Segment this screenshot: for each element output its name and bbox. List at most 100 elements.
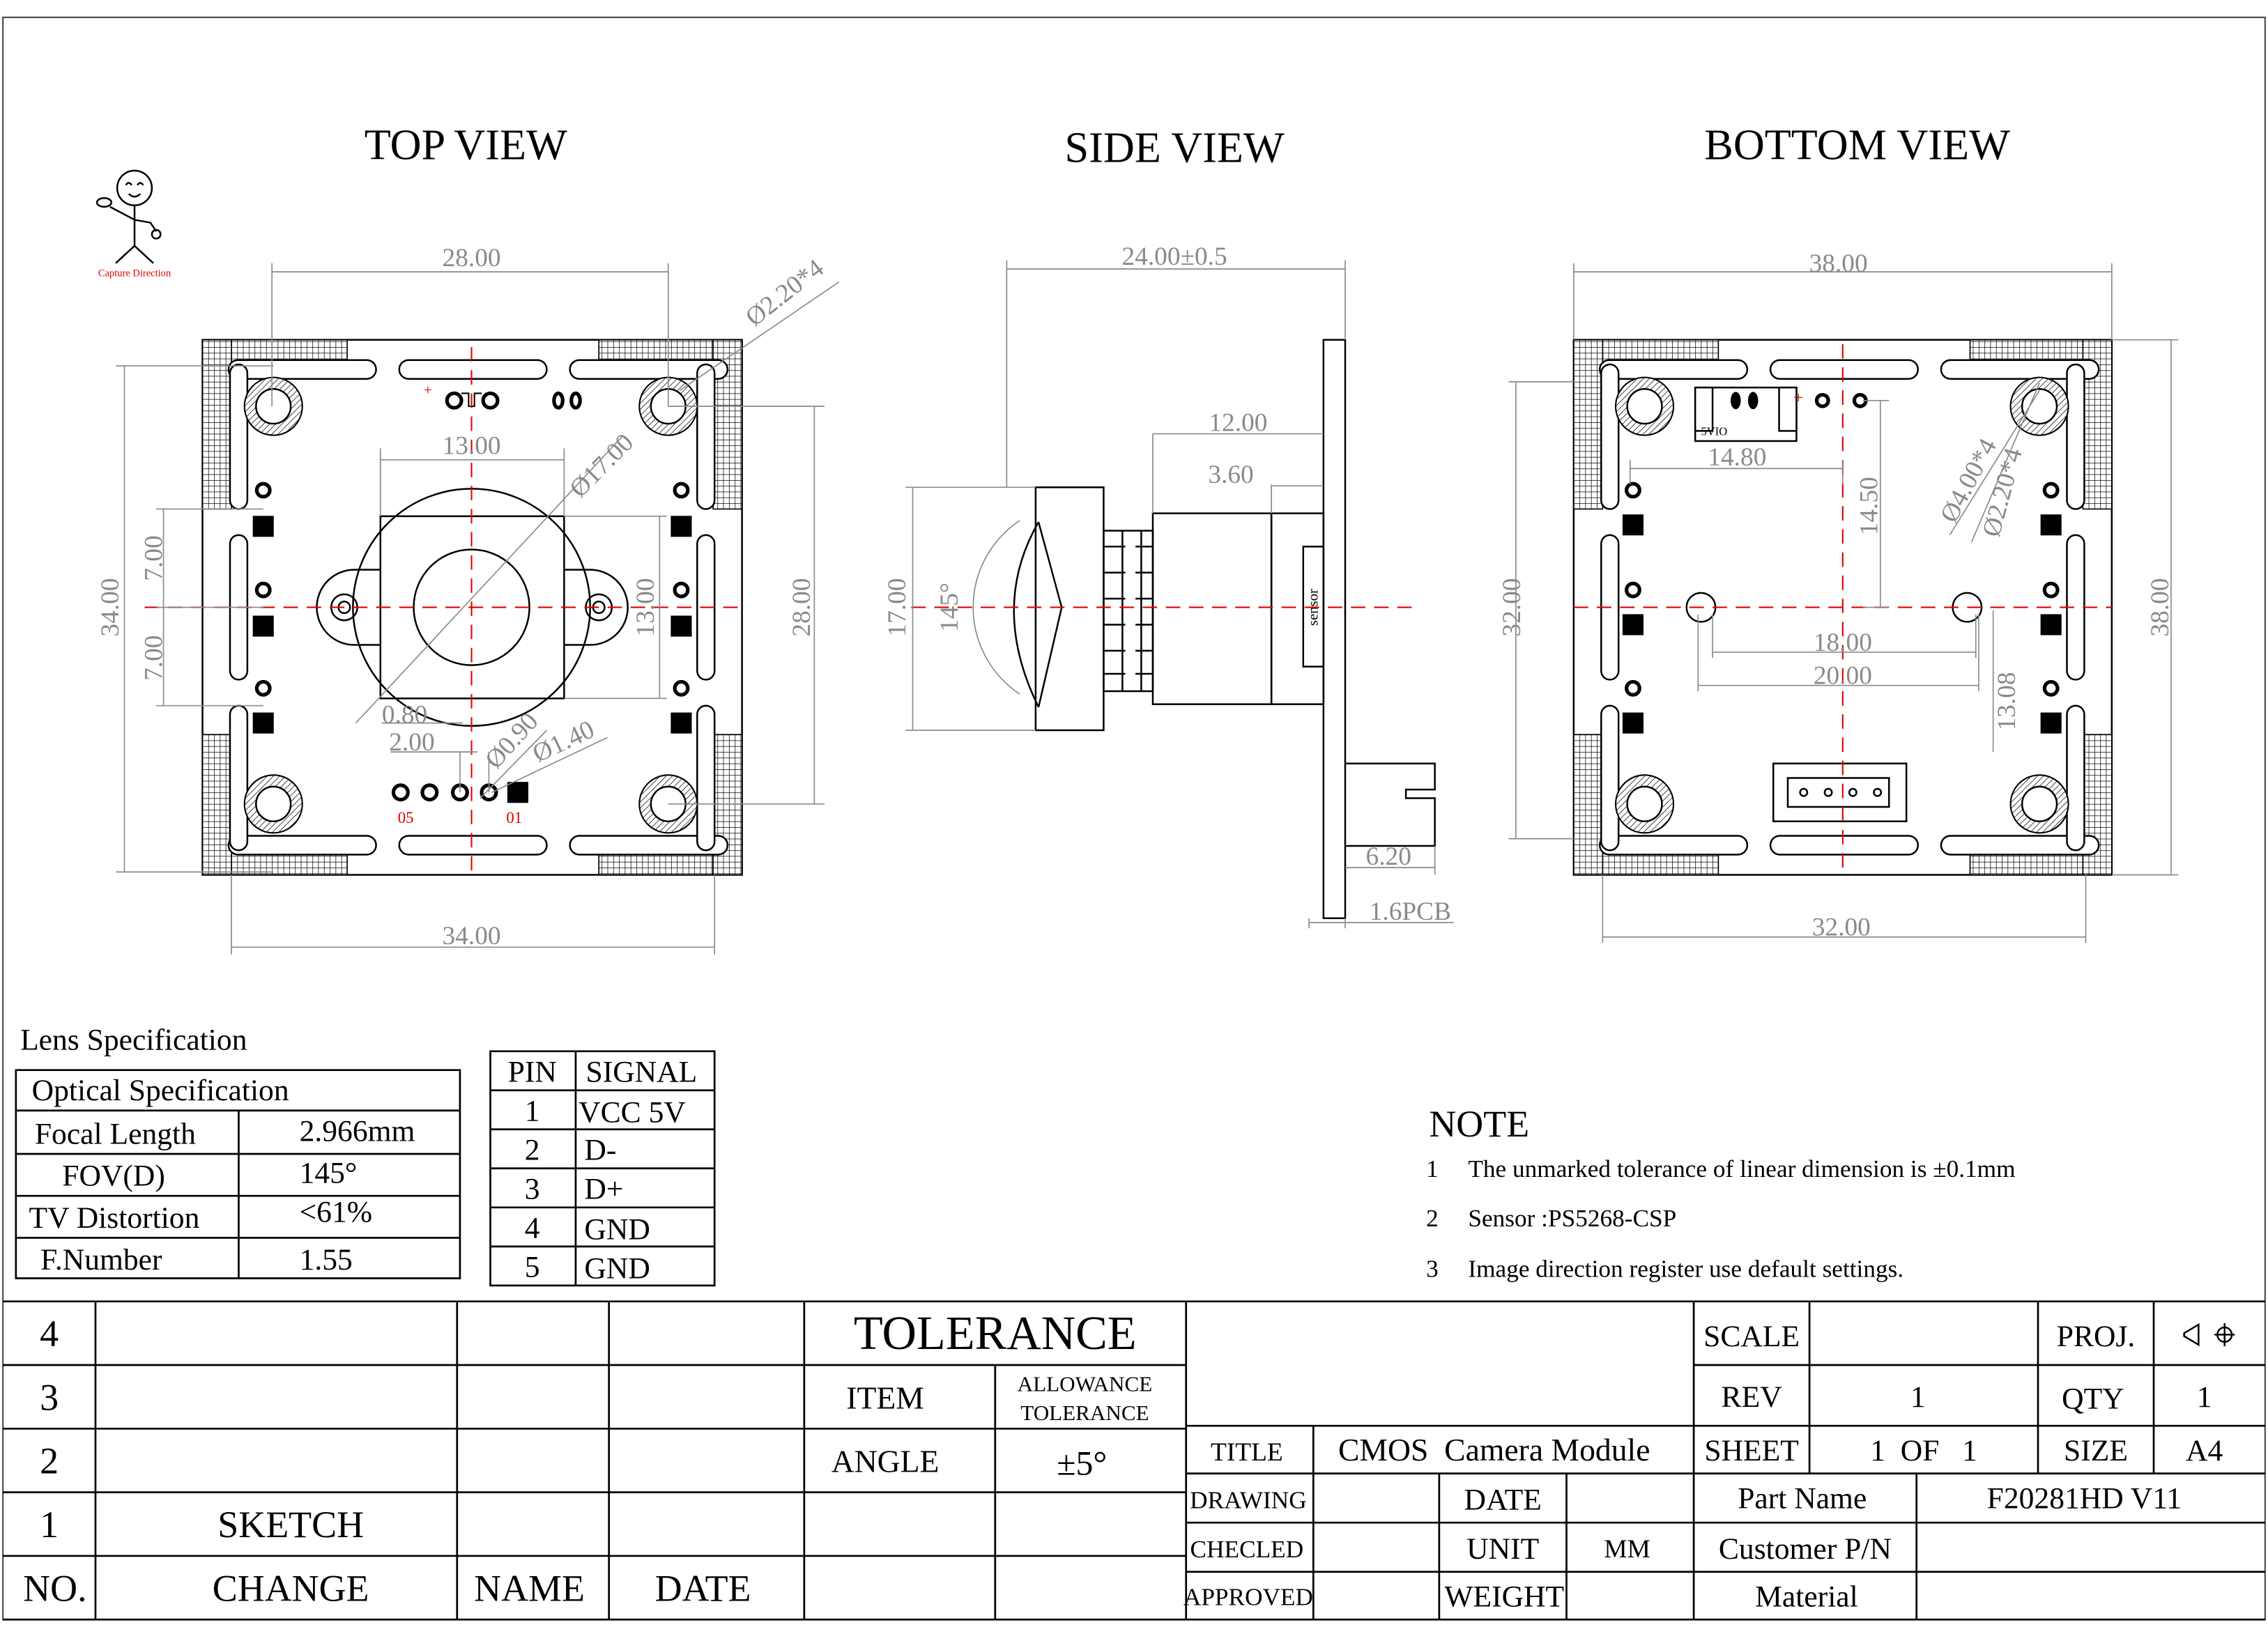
dim-14-50: 14.50 bbox=[1855, 477, 1884, 535]
dim-18-00: 18.00 bbox=[1814, 629, 1872, 657]
sheet-label: SHEET bbox=[1704, 1434, 1799, 1467]
notes: NOTE 1 The unmarked tolerance of linear … bbox=[1426, 1103, 2015, 1282]
pin-signal: GND bbox=[584, 1212, 650, 1246]
scale-label: SCALE bbox=[1703, 1320, 1800, 1353]
material-label: Material bbox=[1755, 1580, 1858, 1614]
revision-row-number: 1 bbox=[40, 1504, 59, 1546]
pin-number: 2 bbox=[525, 1133, 540, 1166]
header-change: CHANGE bbox=[213, 1567, 369, 1609]
spec-label: FOV(D) bbox=[62, 1159, 165, 1193]
pin-number: 4 bbox=[525, 1211, 540, 1244]
dim-bottom-34: 34.00 bbox=[443, 922, 501, 950]
spec-value: 2.966mm bbox=[300, 1114, 415, 1148]
dim-total-length: 24.00±0.5 bbox=[1122, 242, 1227, 271]
dim-2-00: 2.00 bbox=[389, 728, 434, 757]
pin-label-01: 01 bbox=[506, 809, 522, 826]
side-view-dimension-lines bbox=[905, 260, 1454, 929]
connector-label-5vio: 5VIO bbox=[1701, 425, 1727, 438]
capture-direction-caption: Capture Direction bbox=[98, 268, 171, 279]
sheet-value: 1 OF 1 bbox=[1870, 1434, 1977, 1467]
proj-label: PROJ. bbox=[2057, 1320, 2136, 1353]
pin-table: PIN SIGNAL 1 VCC 5V 2 D- 3 D+ 4 GND 5 GN… bbox=[489, 1050, 716, 1287]
top-view-dimension-lines bbox=[116, 263, 840, 955]
dim-14-80: 14.80 bbox=[1708, 443, 1766, 472]
qty-value: 1 bbox=[2197, 1380, 2212, 1414]
capture-direction-logo: Capture Direction bbox=[95, 169, 171, 279]
side-view-title: SIDE VIEW bbox=[1064, 124, 1284, 171]
lens-glass bbox=[1013, 521, 1063, 708]
rev-label: REV bbox=[1722, 1380, 1782, 1414]
checked-label: CHECLED bbox=[1190, 1536, 1304, 1563]
pin-signal: GND bbox=[584, 1251, 650, 1285]
dim-lens-dia: Ø17.00 bbox=[565, 429, 639, 503]
bottom-view: 5VIO + 38.00 32.00 32.00 38.00 bbox=[1498, 249, 2179, 943]
top-view-title: TOP VIEW bbox=[365, 121, 567, 169]
note-number: 3 bbox=[1426, 1255, 1439, 1282]
svg-text:+: + bbox=[1793, 389, 1803, 408]
dim-hole-dia: Ø2.20*4 bbox=[740, 254, 829, 332]
qty-label: QTY bbox=[2062, 1382, 2124, 1415]
dim-connector-6-20: 6.20 bbox=[1366, 842, 1411, 871]
revision-block: 4 3 2 1 SKETCH NO. CHANGE NAME DATE TOLE… bbox=[3, 1300, 2265, 1621]
dim-bottom-view-left-32: 32.00 bbox=[1498, 578, 1526, 637]
note-text: Image direction register use default set… bbox=[1468, 1255, 1903, 1282]
usb-connector-side bbox=[1344, 762, 1436, 847]
pin-number: 3 bbox=[525, 1172, 540, 1205]
dim-bottom-view-top-38: 38.00 bbox=[1809, 249, 1868, 278]
spec-value: <61% bbox=[300, 1196, 372, 1229]
signal-header: SIGNAL bbox=[585, 1055, 697, 1088]
top-connector-pads bbox=[445, 391, 582, 410]
dim-20-00: 20.00 bbox=[1814, 662, 1872, 691]
dim-13-08: 13.08 bbox=[1993, 672, 2021, 730]
header-no: NO. bbox=[23, 1567, 86, 1609]
dim-bottom-view-bottom-32: 32.00 bbox=[1812, 914, 1871, 942]
unit-value: MM bbox=[1604, 1535, 1650, 1564]
dim-7-down: 7.00 bbox=[139, 635, 168, 681]
dim-holder-12: 12.00 bbox=[1209, 408, 1267, 437]
side-view: sensor 24.00±0.5 12.00 3.60 17.00 145° 6… bbox=[883, 242, 1454, 929]
pin-number: 5 bbox=[525, 1250, 540, 1284]
spec-value: 1.55 bbox=[300, 1243, 353, 1277]
tolerance-value: ±5° bbox=[1057, 1444, 1107, 1483]
dim-0-80: 0.80 bbox=[382, 701, 427, 730]
pin-signal: D- bbox=[584, 1133, 616, 1166]
dim-top-28: 28.00 bbox=[443, 244, 501, 272]
top-view: + 05 01 28.00 34.00 34.00 bbox=[96, 244, 840, 955]
title-value: CMOS Camera Module bbox=[1338, 1432, 1650, 1467]
tolerance-allowance-header: ALLOWANCE bbox=[1018, 1371, 1153, 1396]
dim-left-34: 34.00 bbox=[96, 578, 125, 637]
pin-signal: VCC 5V bbox=[579, 1095, 686, 1129]
header-date: DATE bbox=[655, 1567, 751, 1609]
weight-label: WEIGHT bbox=[1444, 1580, 1564, 1614]
size-label: SIZE bbox=[2064, 1434, 2128, 1467]
dim-bottom-view-right-38: 38.00 bbox=[2146, 578, 2175, 637]
pin-number: 1 bbox=[525, 1094, 540, 1127]
spec-label: Focal Length bbox=[35, 1117, 196, 1150]
lens-thread bbox=[1103, 530, 1154, 693]
title-block: SCALE PROJ. REV 1 QTY 1 TITLE CMOS Camer… bbox=[1183, 1301, 2265, 1620]
customer-pn-label: Customer P/N bbox=[1719, 1532, 1892, 1566]
revision-change-sketch: SKETCH bbox=[217, 1504, 364, 1546]
part-name-label: Part Name bbox=[1738, 1481, 1867, 1515]
power-connector: 5VIO bbox=[1694, 386, 1798, 442]
spec-label: F.Number bbox=[40, 1243, 162, 1277]
approved-label: APPROVED bbox=[1183, 1583, 1313, 1610]
pin-signal: D+ bbox=[584, 1172, 623, 1205]
spec-value: 145° bbox=[300, 1157, 358, 1190]
size-value: A4 bbox=[2186, 1434, 2223, 1467]
lens-holder-body bbox=[1151, 512, 1273, 705]
dim-13-vertical: 13.00 bbox=[631, 578, 660, 637]
sensor bbox=[1302, 546, 1325, 668]
spec-label: TV Distortion bbox=[29, 1201, 200, 1235]
header-name: NAME bbox=[474, 1567, 585, 1609]
revision-row-number: 4 bbox=[40, 1313, 59, 1355]
note-number: 2 bbox=[1426, 1205, 1439, 1232]
dim-7-up: 7.00 bbox=[139, 535, 168, 580]
tolerance-title: TOLERANCE bbox=[854, 1307, 1137, 1359]
dim-13-horizontal: 13.00 bbox=[443, 432, 501, 461]
bottom-view-title: BOTTOM VIEW bbox=[1704, 121, 2010, 169]
projection-symbol-icon bbox=[2183, 1323, 2235, 1347]
revision-row-number: 3 bbox=[40, 1376, 59, 1418]
lens-spec-heading: Lens Specification bbox=[20, 1024, 247, 1057]
